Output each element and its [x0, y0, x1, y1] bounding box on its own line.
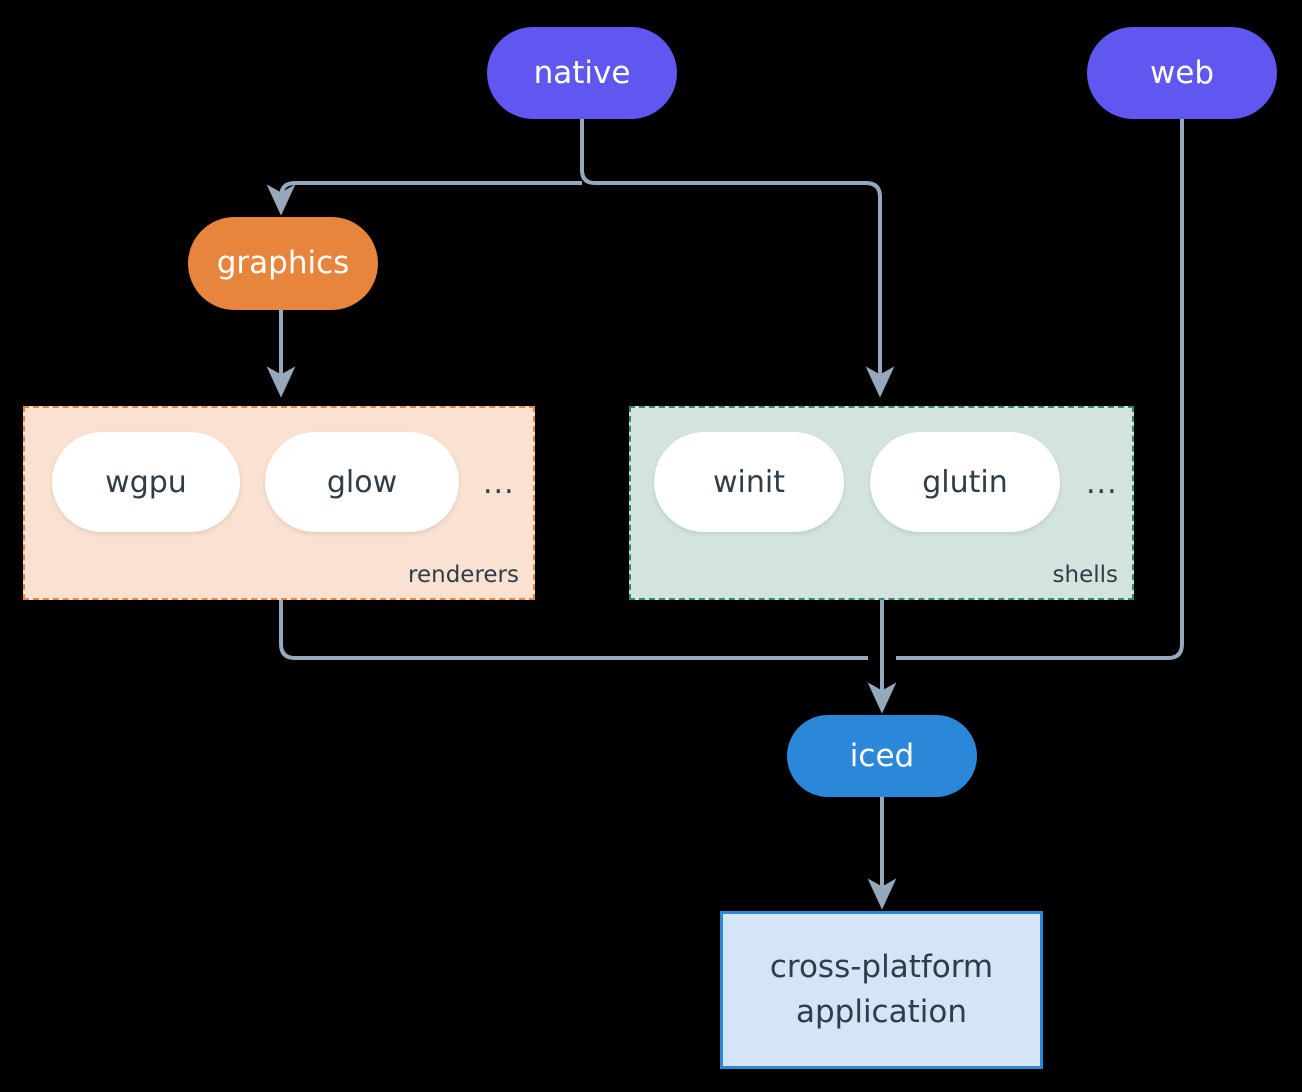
- leaf-pill-wgpu[interactable]: wgpu: [52, 432, 240, 532]
- node-web-label: web: [1149, 54, 1215, 91]
- node-native[interactable]: native: [487, 27, 677, 119]
- leaf-pill-glutin-label: glutin: [922, 464, 1008, 500]
- cluster-renderers-label: renderers: [408, 562, 519, 588]
- node-application-label-line2: application: [795, 994, 967, 1030]
- leaf-pill-glow-label: glow: [326, 464, 398, 500]
- node-iced[interactable]: iced: [787, 715, 977, 797]
- cluster-shells: winit glutin ... shells: [629, 406, 1134, 600]
- renderers-overflow-ellipsis: ...: [483, 466, 515, 501]
- shells-overflow-ellipsis: ...: [1086, 466, 1118, 501]
- node-application-label-line1: cross-platform: [769, 949, 994, 986]
- node-web[interactable]: web: [1087, 27, 1277, 119]
- leaf-pill-wgpu-label: wgpu: [105, 464, 187, 500]
- edge-native-graphics: [266, 181, 582, 216]
- node-graphics-label: graphics: [216, 245, 350, 282]
- edge-renderers-iced: [279, 600, 868, 660]
- leaf-pill-glow[interactable]: glow: [265, 432, 459, 532]
- node-iced-label: iced: [849, 737, 915, 774]
- node-application[interactable]: cross-platform application: [720, 911, 1043, 1069]
- cluster-renderers: wgpu glow ... renderers: [23, 406, 535, 600]
- leaf-pill-winit-label: winit: [713, 464, 785, 500]
- edge-native-bus: [580, 119, 895, 398]
- leaf-pill-winit[interactable]: winit: [654, 432, 844, 532]
- node-native-label: native: [533, 54, 631, 91]
- cluster-shells-label: shells: [1052, 562, 1118, 588]
- leaf-pill-glutin[interactable]: glutin: [870, 432, 1060, 532]
- node-graphics[interactable]: graphics: [188, 217, 378, 310]
